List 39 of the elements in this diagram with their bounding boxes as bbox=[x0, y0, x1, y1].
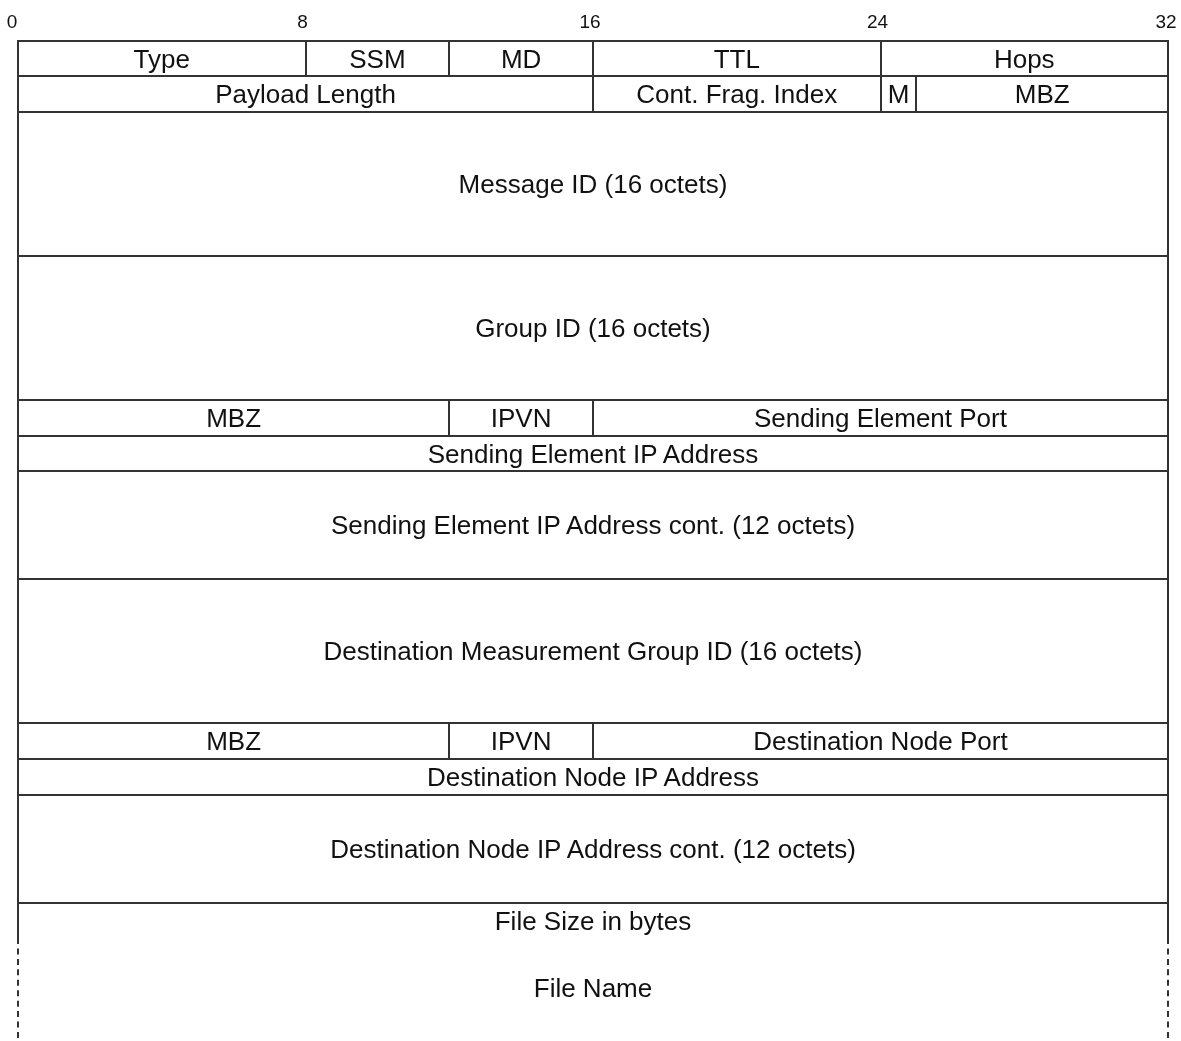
field-name: Destination Node Port bbox=[753, 728, 1008, 754]
header-field bbox=[17, 40, 307, 77]
header-field bbox=[17, 470, 1169, 580]
bit-position-label: 0 bbox=[6, 12, 18, 31]
field-name: Sending Element IP Address bbox=[427, 440, 759, 467]
field-name: TTL bbox=[713, 45, 760, 72]
field-name: Cont. Frag. Index bbox=[636, 81, 838, 107]
field-name: IPVN bbox=[490, 728, 552, 754]
field-name: M bbox=[887, 81, 910, 107]
header-field bbox=[17, 255, 1169, 401]
field-name: Group ID (16 octets) bbox=[475, 315, 711, 341]
field-name: Payload Length bbox=[215, 81, 396, 107]
field-name: Hops bbox=[993, 45, 1055, 72]
field-name: Destination Node IP Address cont. (12 octets) bbox=[330, 836, 856, 862]
bit-position-label: 16 bbox=[579, 12, 601, 31]
field-name: File Size in bytes bbox=[494, 908, 692, 934]
header-field bbox=[17, 578, 1169, 724]
field-name: MBZ bbox=[206, 405, 262, 431]
header-field bbox=[17, 435, 1169, 472]
field-name: Destination Measurement Group ID (16 octets) bbox=[323, 638, 863, 664]
header-field bbox=[17, 758, 1169, 796]
field-name: File Name bbox=[533, 975, 653, 1001]
header-field bbox=[17, 111, 1169, 257]
field-name: Destination Node IP Address bbox=[427, 764, 759, 790]
bit-position-label: 32 bbox=[1155, 12, 1177, 31]
header-field bbox=[879, 40, 1169, 77]
field-name: Type bbox=[133, 45, 190, 72]
bit-position-label: 8 bbox=[297, 12, 308, 31]
field-name: MBZ bbox=[206, 728, 262, 754]
header-field bbox=[17, 902, 1169, 940]
field-name: MD bbox=[500, 45, 542, 72]
header-field bbox=[17, 794, 1169, 904]
field-name: Sending Element Port bbox=[754, 405, 1007, 431]
field-name: IPVN bbox=[490, 405, 552, 431]
bit-position-label: 24 bbox=[866, 12, 889, 31]
field-name: Sending Element IP Address cont. (12 octets) bbox=[330, 512, 856, 538]
field-name: SSM bbox=[349, 45, 406, 72]
field-name: MBZ bbox=[1014, 81, 1070, 107]
field-name: Message ID (16 octets) bbox=[458, 171, 728, 197]
